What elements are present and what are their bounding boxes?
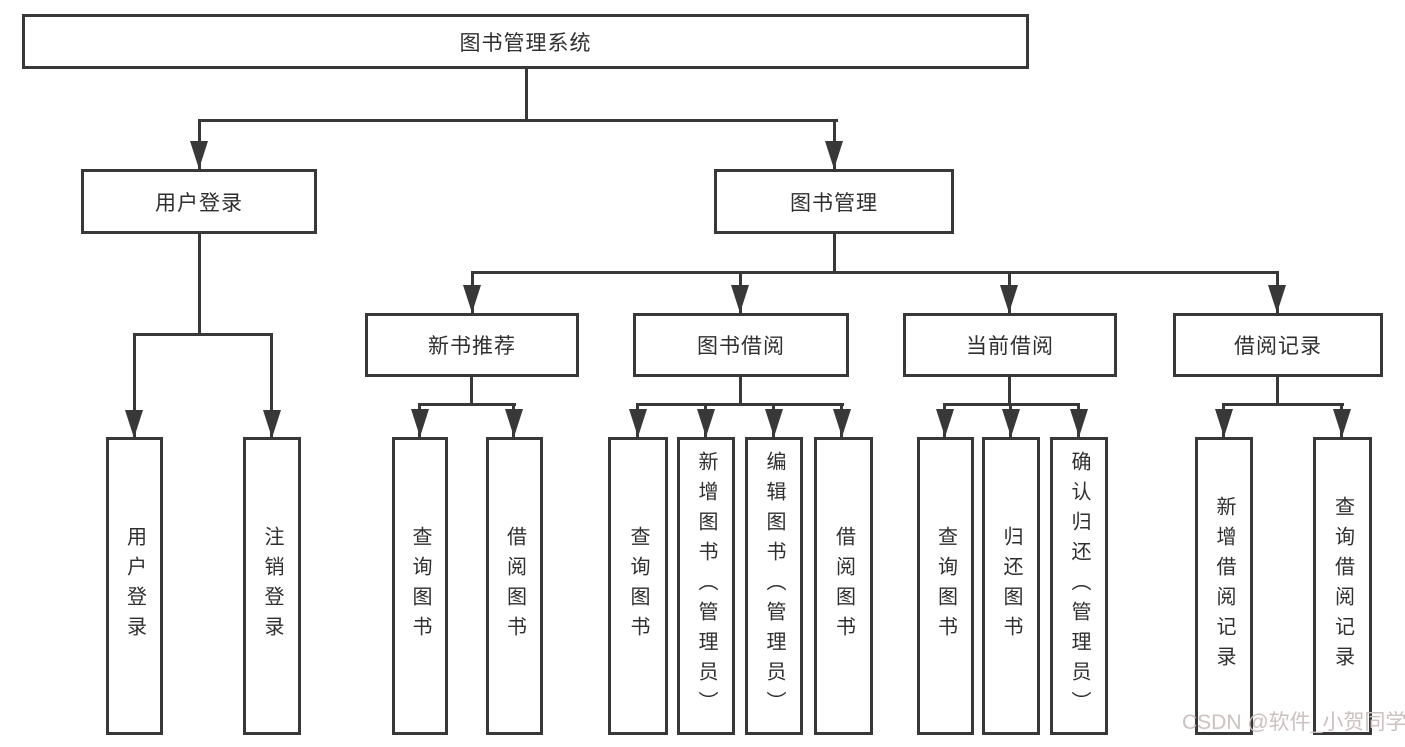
leaf-bb-edit-book-admin: 编辑图书（管理员） <box>745 437 803 735</box>
leaf-br-add-record-label: 新增借阅记录 <box>1213 496 1235 676</box>
leaf-bb-query-book: 查询图书 <box>608 437 668 735</box>
arrow-down-icon <box>263 410 281 438</box>
connector-user-login-rail <box>133 333 273 336</box>
leaf-logout-label: 注销登录 <box>261 526 283 646</box>
node-root: 图书管理系统 <box>22 14 1029 69</box>
leaf-br-query-record-label: 查询借阅记录 <box>1331 496 1354 676</box>
arrow-down-icon <box>190 141 208 169</box>
connector-level2-rail <box>198 119 838 122</box>
connector-current-borrow-stub <box>1008 376 1011 406</box>
leaf-user-login: 用户登录 <box>106 437 163 735</box>
leaf-cb-query-book-label: 查询图书 <box>934 526 957 646</box>
leaf-nbr-borrow-book-label: 借阅图书 <box>503 526 526 646</box>
arrow-down-icon <box>505 409 523 437</box>
arrow-down-icon <box>411 409 429 437</box>
arrow-down-icon <box>1215 409 1233 437</box>
leaf-br-query-record: 查询借阅记录 <box>1313 437 1372 735</box>
arrow-down-icon <box>833 409 851 437</box>
leaf-bb-edit-book-admin-label: 编辑图书（管理员） <box>763 451 785 721</box>
arrow-down-icon <box>697 409 715 437</box>
connector-level3-rail <box>471 271 1279 274</box>
arrow-down-icon <box>765 409 783 437</box>
connector-book-borrow-rail <box>636 403 844 406</box>
leaf-br-add-record: 新增借阅记录 <box>1195 437 1253 735</box>
arrow-down-icon <box>731 285 749 313</box>
node-user-login: 用户登录 <box>81 169 317 234</box>
leaf-cb-confirm-return-admin: 确认归还（管理员） <box>1050 437 1108 735</box>
arrow-down-icon <box>125 410 143 438</box>
connector-borrow-records-rail <box>1222 403 1344 406</box>
leaf-bb-add-book-admin-label: 新增图书（管理员） <box>695 451 717 721</box>
leaf-bb-borrow-book: 借阅图书 <box>814 437 873 735</box>
connector-book-borrow-stub <box>739 376 742 406</box>
arrow-down-icon <box>936 409 954 437</box>
leaf-cb-confirm-return-admin-label: 确认归还（管理员） <box>1068 451 1090 721</box>
leaf-cb-return-book: 归还图书 <box>982 437 1040 735</box>
arrow-down-icon <box>1070 409 1088 437</box>
connector-root-stub <box>525 68 528 121</box>
leaf-logout: 注销登录 <box>243 437 301 735</box>
connector-new-book-rec-rail <box>418 403 516 406</box>
leaf-bb-query-book-label: 查询图书 <box>627 526 649 646</box>
csdn-watermark: CSDN @软件_小贺同学 <box>1182 711 1405 734</box>
leaf-nbr-query-book: 查询图书 <box>392 437 448 735</box>
arrow-down-icon <box>1000 285 1018 313</box>
connector-stem <box>133 333 136 438</box>
connector-borrow-records-stub <box>1276 376 1279 406</box>
leaf-nbr-query-book-label: 查询图书 <box>409 526 431 646</box>
node-current-borrow-label: 当前借阅 <box>966 335 1054 358</box>
node-borrow-records: 借阅记录 <box>1173 313 1383 377</box>
node-book-mgmt: 图书管理 <box>714 169 954 234</box>
connector-book-mgmt-stub <box>833 233 836 274</box>
leaf-user-login-label: 用户登录 <box>123 526 146 646</box>
connector-stem <box>270 333 273 438</box>
leaf-bb-borrow-book-label: 借阅图书 <box>832 526 855 646</box>
node-root-label: 图书管理系统 <box>459 31 592 55</box>
arrow-down-icon <box>1268 285 1286 313</box>
node-user-login-label: 用户登录 <box>155 191 243 215</box>
node-new-book-rec-label: 新书推荐 <box>428 335 516 358</box>
arrow-down-icon <box>629 409 647 437</box>
node-borrow-records-label: 借阅记录 <box>1234 335 1322 358</box>
node-book-borrow-label: 图书借阅 <box>697 335 785 358</box>
arrow-down-icon <box>463 285 481 313</box>
leaf-cb-return-book-label: 归还图书 <box>1000 526 1022 646</box>
leaf-cb-query-book: 查询图书 <box>917 437 974 735</box>
leaf-nbr-borrow-book: 借阅图书 <box>486 437 543 735</box>
node-current-borrow: 当前借阅 <box>903 313 1117 377</box>
connector-new-book-rec-stub <box>470 376 473 406</box>
leaf-bb-add-book-admin: 新增图书（管理员） <box>677 437 735 735</box>
arrow-down-icon <box>1333 409 1351 437</box>
arrow-down-icon <box>1002 409 1020 437</box>
connector-user-login-stub <box>198 233 201 335</box>
arrow-down-icon <box>825 141 843 169</box>
node-new-book-rec: 新书推荐 <box>365 313 579 377</box>
node-book-mgmt-label: 图书管理 <box>790 191 878 215</box>
node-book-borrow: 图书借阅 <box>633 313 849 377</box>
